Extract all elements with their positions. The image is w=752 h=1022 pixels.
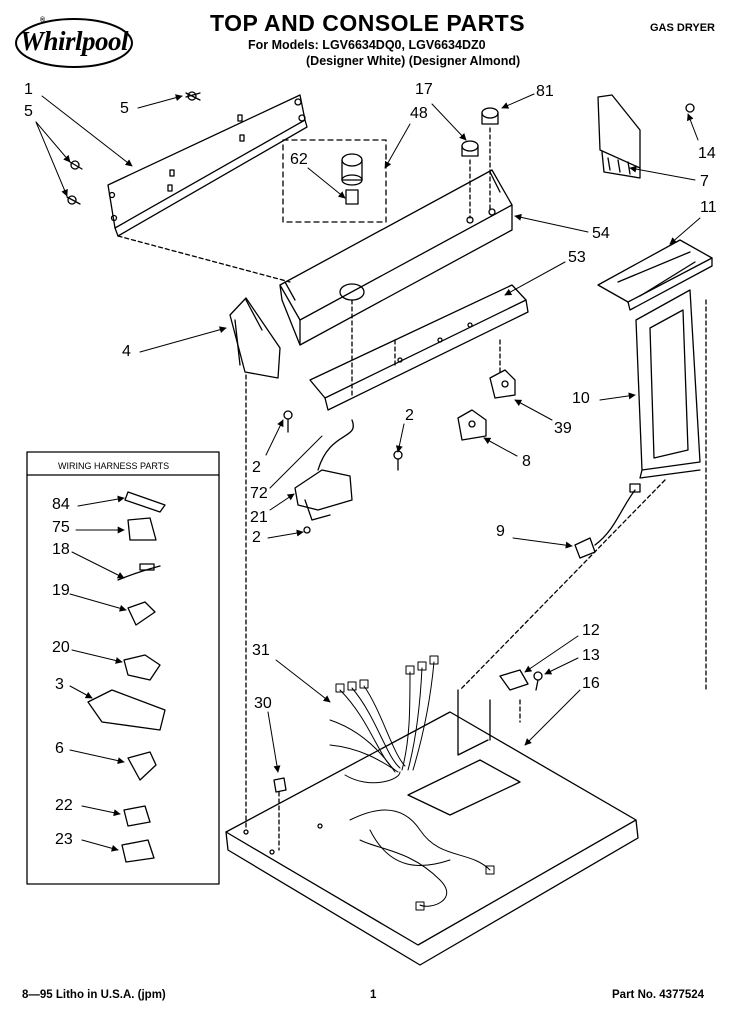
- callout-4: 4: [122, 343, 131, 360]
- callout-12: 12: [582, 622, 600, 639]
- callout-39: 39: [554, 420, 572, 437]
- harness-9-part: [574, 483, 641, 559]
- callout-84: 84: [52, 496, 70, 513]
- logo-swoosh: [15, 18, 133, 68]
- part-number: Part No. 4377524: [612, 989, 705, 1001]
- brand-logo: Whirlpool: [20, 26, 129, 56]
- callout-62: 62: [290, 151, 308, 168]
- left-endcap-part: [229, 297, 281, 831]
- callout-9: 9: [496, 523, 505, 540]
- print-info: 8—95 Litho in U.S.A. (jpm): [22, 989, 166, 1001]
- callout-22: 22: [55, 797, 73, 814]
- callout-10: 10: [572, 390, 590, 407]
- document-type: GAS DRYER: [650, 22, 715, 34]
- callout-23: 23: [55, 831, 73, 848]
- main-harness-part: [329, 655, 495, 911]
- callout-72: 72: [250, 485, 268, 502]
- assembly-lines: [459, 299, 707, 691]
- callout-81: 81: [536, 83, 554, 100]
- page-number: 1: [370, 989, 377, 1001]
- small-fastener-parts: [273, 669, 543, 851]
- callout-75: 75: [52, 519, 70, 536]
- console-bracket-part: [107, 94, 308, 283]
- lint-cover-part: [597, 239, 713, 311]
- callout-19: 19: [52, 582, 70, 599]
- callout-1: 1: [24, 81, 33, 98]
- dryer-top-panel-part: [225, 689, 639, 966]
- colors-line: (Designer White) (Designer Almond): [306, 54, 521, 68]
- callout-2: 2: [252, 459, 261, 476]
- timer-assembly-part: [283, 410, 403, 534]
- callout-53: 53: [568, 249, 586, 266]
- callout-13: 13: [582, 647, 600, 664]
- console-panel-part: [279, 169, 513, 346]
- callout-48: 48: [410, 105, 428, 122]
- callout-14: 14: [698, 145, 716, 162]
- callout-8: 8: [522, 453, 531, 470]
- callout-2: 2: [252, 529, 261, 546]
- callout-5: 5: [24, 103, 33, 120]
- callout-6: 6: [55, 740, 64, 757]
- callout-30: 30: [254, 695, 272, 712]
- callout-3: 3: [55, 676, 64, 693]
- switch-bracket-parts: [457, 339, 516, 441]
- callout-16: 16: [582, 675, 600, 692]
- screw-5-parts: [66, 91, 201, 205]
- part-62-box: [282, 139, 387, 223]
- harness-box-title: WIRING HARNESS PARTS: [58, 461, 170, 471]
- models-line: For Models: LGV6634DQ0, LGV6634DZ0: [248, 38, 486, 52]
- control-plate-part: [309, 284, 529, 411]
- leader-lines: [35, 93, 701, 852]
- console-endcap-part: [597, 94, 695, 179]
- brand-registered-mark: ®: [40, 17, 46, 24]
- callout-20: 20: [52, 639, 70, 656]
- callout-2: 2: [405, 407, 414, 424]
- wiring-harness-box: [26, 451, 220, 885]
- callout-5: 5: [120, 100, 129, 117]
- lint-frame-part: [635, 289, 701, 479]
- callout-31: 31: [252, 642, 270, 659]
- callout-11: 11: [700, 199, 717, 216]
- callout-17: 17: [415, 81, 433, 98]
- callout-21: 21: [250, 509, 268, 526]
- callout-18: 18: [52, 541, 70, 558]
- page-title: TOP AND CONSOLE PARTS: [210, 10, 526, 36]
- callout-54: 54: [592, 225, 610, 242]
- callout-7: 7: [700, 173, 709, 190]
- knob-parts: [461, 107, 499, 219]
